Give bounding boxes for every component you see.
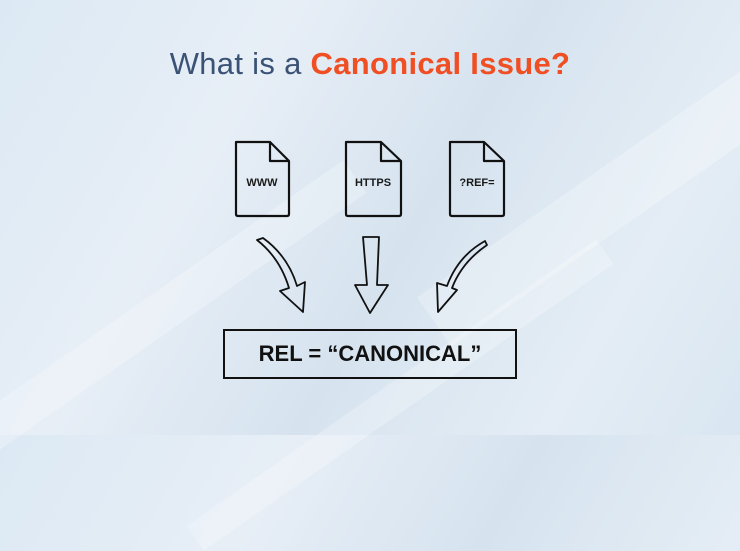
document-label: HTTPS (355, 177, 391, 189)
document-label: WWW (246, 177, 278, 189)
arrow-down-icon (354, 236, 389, 314)
document-label: ?REF= (459, 177, 494, 189)
file-icon (344, 140, 403, 218)
file-icon (448, 140, 506, 218)
title-part-1: What is a (169, 46, 311, 81)
canonical-tag-label: REL = “CANONICAL” (258, 341, 482, 366)
diagram: WWW HTTPS ?REF= (234, 140, 506, 314)
curved-arrow-right-down-icon (256, 237, 306, 313)
canonical-tag-box: REL = “CANONICAL” (223, 329, 517, 379)
curved-arrow-left-down-icon (436, 240, 488, 313)
page-title: What is a Canonical Issue? (0, 46, 740, 82)
title-part-2: Canonical Issue? (310, 46, 571, 81)
file-icon (234, 140, 291, 218)
